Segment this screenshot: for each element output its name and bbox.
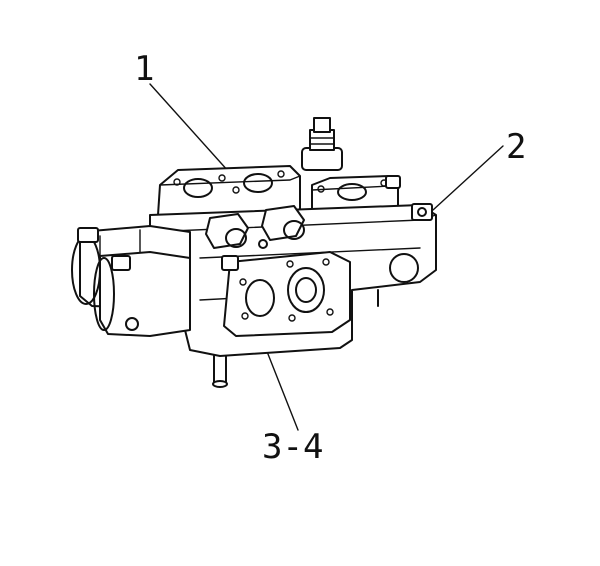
callout-label-3-4: 3-4 [262, 427, 324, 467]
callout-label-2: 2 [506, 127, 527, 167]
leader-line-1 [149, 83, 239, 183]
callout-label-1: 1 [134, 49, 155, 89]
leader-line-2 [432, 145, 504, 211]
valve-body [71, 117, 437, 388]
